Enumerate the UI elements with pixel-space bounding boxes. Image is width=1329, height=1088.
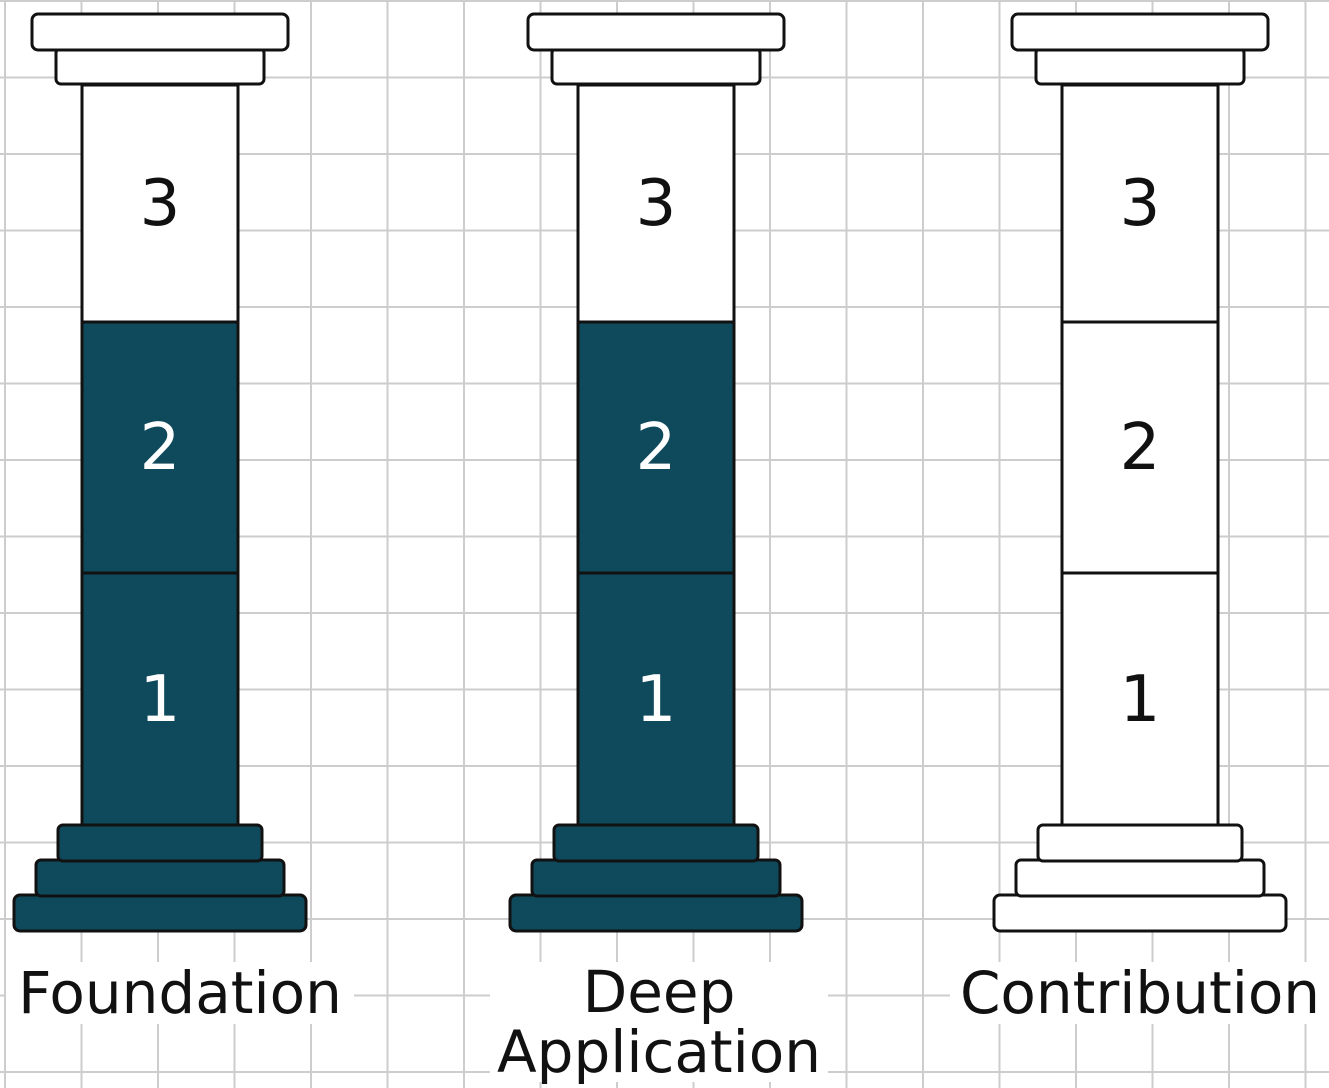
segment-number: 2 [1120,411,1161,485]
pillar-label-foundation: Foundation [6,962,354,1024]
pillar-capital-lower [550,46,762,86]
pillar-base-step-3 [12,893,308,933]
pillar-base-step-2 [530,858,782,898]
segment-number: 3 [636,167,677,241]
pillar-capital-lower [1034,46,1246,86]
pillar-label-deep-line-2: Application [496,1018,822,1086]
segment-number: 1 [1120,663,1161,737]
pillar-base-step-3 [508,893,804,933]
pillar-contribution: 1 2 3 [992,12,1288,933]
pillar-segment [576,83,736,324]
pillar-label-deep-line-1: Deep [582,958,736,1026]
pillar-capital-lower [54,46,266,86]
segment-number: 1 [140,663,181,737]
pillar-label-deep-application: Deep Application [490,962,828,1082]
pillar-base-step-2 [34,858,286,898]
pillar-base-step-1 [1036,823,1244,863]
pillar-segment [80,320,240,575]
pillar-base-step-3 [992,893,1288,933]
pillar-label-foundation-line: Foundation [18,959,342,1027]
segment-number: 2 [140,411,181,485]
pillar-segment [1060,320,1220,575]
pillar-base-step-1 [552,823,760,863]
pillar-capital-upper [30,12,290,52]
pillar-segment [576,571,736,828]
pillar-segment [576,320,736,575]
pillar-label-contribution: Contribution [950,962,1329,1024]
pillar-segment [1060,83,1220,324]
pillar-base-step-2 [1014,858,1266,898]
pillar-segment [80,571,240,828]
pillar-foundation: 1 2 3 [12,12,308,933]
segment-number: 3 [140,167,181,241]
segment-number: 3 [1120,167,1161,241]
pillar-capital-upper [526,12,786,52]
pillar-label-contribution-line: Contribution [959,959,1321,1027]
segment-number: 2 [636,411,677,485]
pillar-base-step-1 [56,823,264,863]
pillar-deep-application: 1 2 3 [508,12,804,933]
pillar-capital-upper [1010,12,1270,52]
segment-number: 1 [636,663,677,737]
